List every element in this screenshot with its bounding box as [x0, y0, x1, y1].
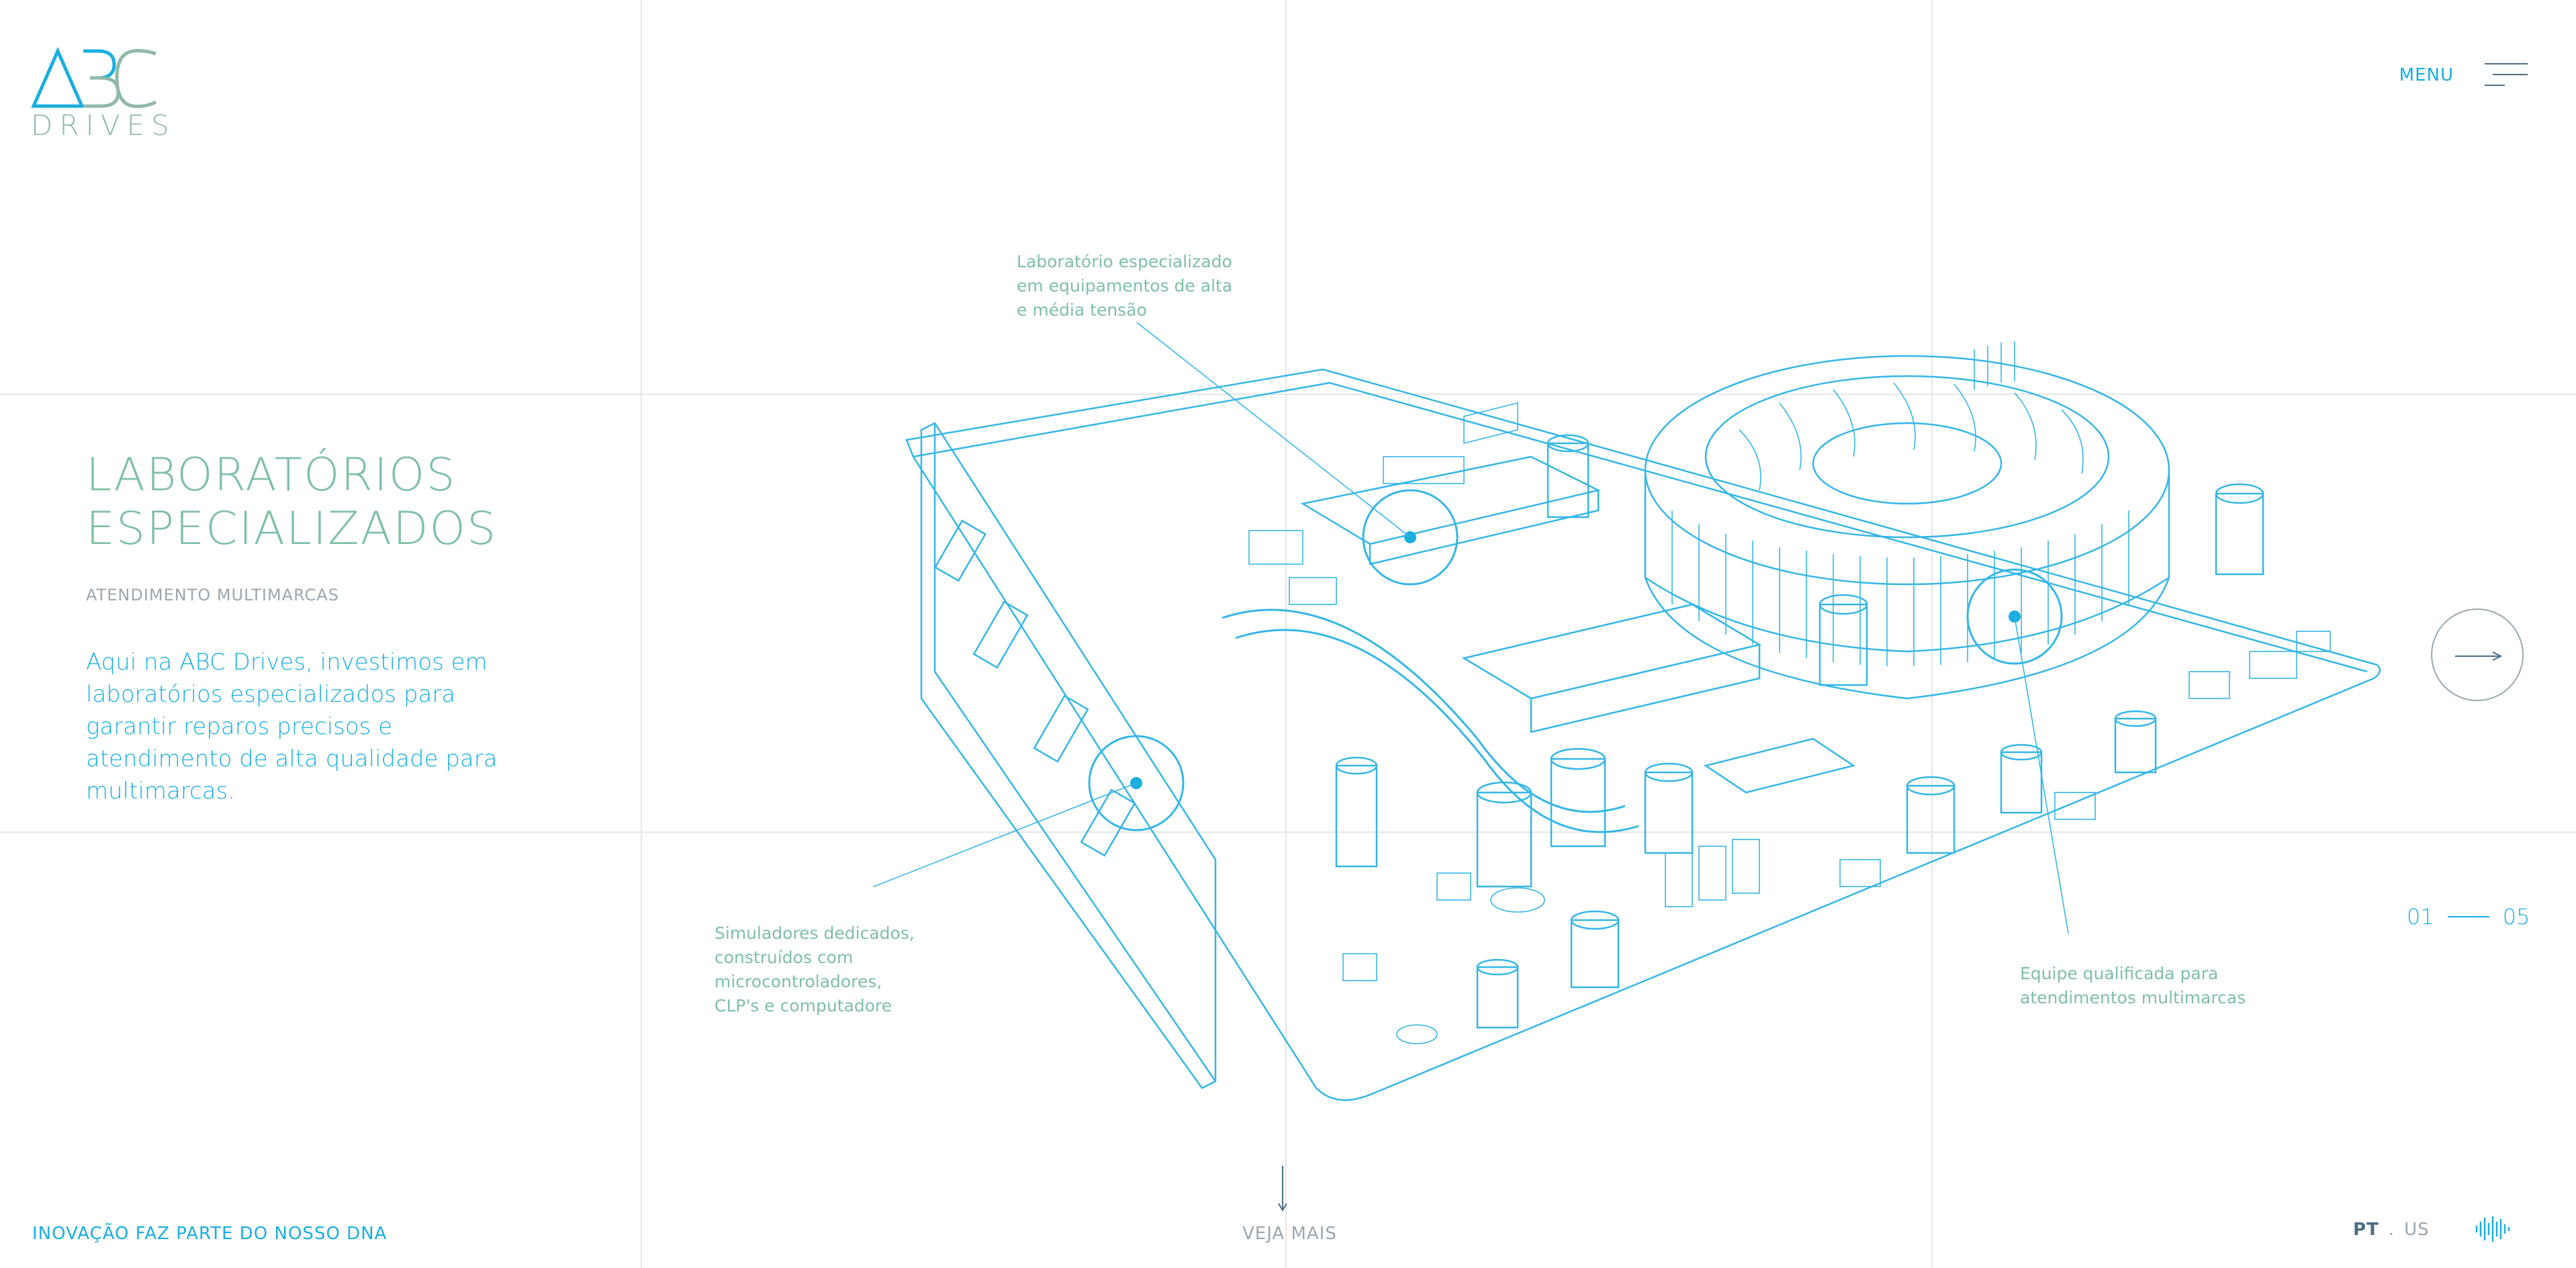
grid-line-v1	[641, 0, 642, 1268]
pager-total: 05	[2502, 904, 2530, 930]
sound-wave-icon[interactable]	[2474, 1216, 2512, 1242]
callout-right: Equipe qualificada para atendimentos mul…	[2020, 964, 2246, 1007]
lang-pt[interactable]: PT	[2353, 1220, 2379, 1240]
grid-line-v2	[1285, 0, 1287, 1268]
callout-top: Laboratório especializado em equipamento…	[1017, 252, 1233, 320]
callout-left: Simuladores dedicados, construídos com m…	[715, 923, 915, 1015]
lang-separator: .	[2388, 1220, 2395, 1240]
footer-tagline: INOVAÇÃO FAZ PARTE DO NOSSO DNA	[32, 1224, 387, 1244]
circuit-board-illustration	[873, 322, 2381, 1101]
logo-wordmark: DRIVES	[31, 109, 176, 142]
pager-dash	[2447, 916, 2489, 917]
hamburger-icon	[2485, 62, 2528, 89]
grid-line-h2	[0, 831, 2576, 833]
title-line-2: ESPECIALIZADOS	[86, 502, 498, 555]
title-line-1: LABORATÓRIOS	[86, 449, 457, 502]
menu-label: MENU	[2399, 65, 2454, 85]
slide-pager: 01 05	[2407, 904, 2530, 930]
page-title: LABORATÓRIOS ESPECIALIZADOS	[86, 449, 497, 556]
language-switcher: PT . US	[2353, 1220, 2430, 1240]
logo[interactable]: DRIVES	[31, 46, 176, 142]
grid-line-h1	[0, 394, 2576, 395]
arrow-right-icon	[2455, 651, 2502, 661]
pager-current: 01	[2407, 904, 2434, 930]
next-slide-button[interactable]	[2431, 608, 2524, 701]
menu-toggle[interactable]: MENU	[2399, 62, 2528, 89]
lang-us[interactable]: US	[2404, 1220, 2430, 1240]
arrow-down-icon[interactable]	[1276, 1166, 1289, 1213]
grid-line-v3	[1931, 0, 1933, 1268]
scroll-more-link[interactable]: VEJA MAIS	[1242, 1224, 1337, 1244]
subtitle: ATENDIMENTO MULTIMARCAS	[86, 586, 339, 604]
hero-description: Aqui na ABC Drives, investimos em labora…	[86, 649, 498, 805]
abc-logo-mark	[31, 46, 157, 108]
